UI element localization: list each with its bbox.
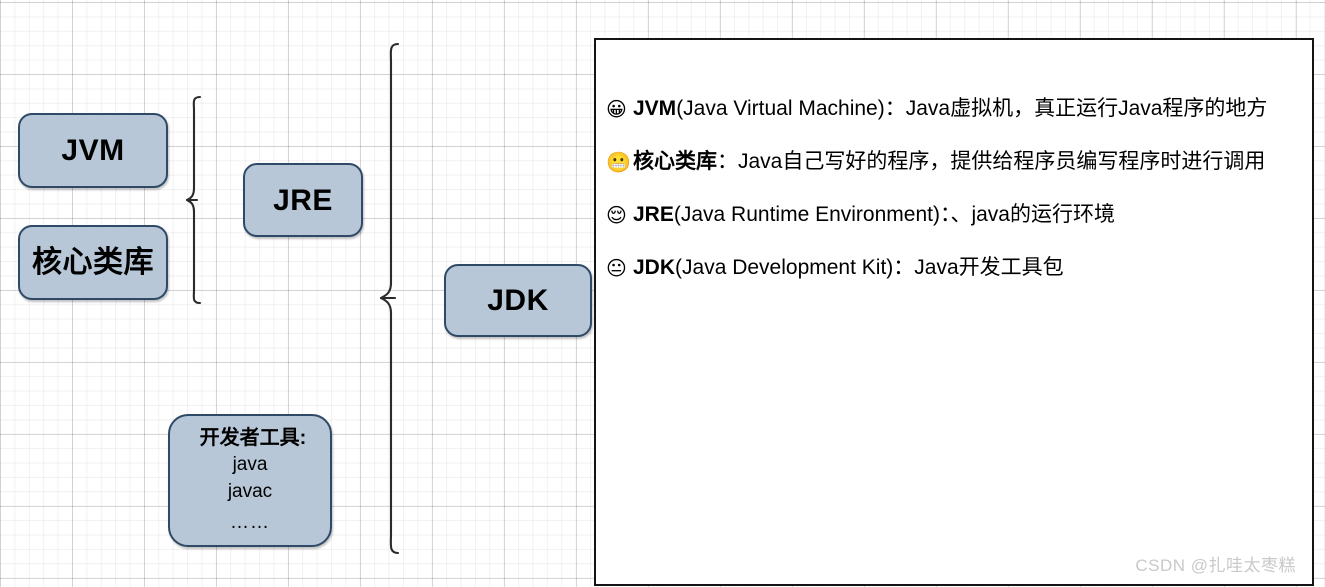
- node-jvm[interactable]: JVM: [18, 113, 168, 188]
- node-jdk-label: JDK: [487, 284, 549, 317]
- node-developer-tools-line-javac: javac: [227, 481, 273, 503]
- list-item: 😐 JDK (Java Development Kit)：Java开发工具包: [606, 251, 1312, 281]
- brace-jre-devtools-icon: [380, 42, 400, 555]
- info-description: (Java Development Kit)：Java开发工具包: [675, 256, 1064, 279]
- node-jre-label: JRE: [273, 183, 333, 217]
- node-developer-tools-line-java: java: [232, 454, 268, 476]
- node-jre[interactable]: JRE: [243, 163, 363, 237]
- node-core-library[interactable]: 核心类库: [18, 225, 168, 300]
- zipper-mouth-face-icon: 😬: [606, 152, 631, 174]
- info-panel: 😀 JVM (Java Virtual Machine)：Java虚拟机，真正运…: [594, 38, 1314, 586]
- node-developer-tools[interactable]: 开发者工具: java javac ……: [168, 414, 332, 547]
- watermark: CSDN @扎哇太枣糕: [1135, 556, 1296, 575]
- node-jdk[interactable]: JDK: [444, 264, 592, 337]
- info-term: JVM: [633, 97, 677, 120]
- node-developer-tools-body: 开发者工具: java javac ……: [194, 424, 307, 537]
- relieved-face-icon: 😌: [606, 205, 627, 227]
- grinning-face-icon: 😀: [606, 99, 627, 121]
- node-developer-tools-title: 开发者工具:: [199, 426, 307, 449]
- list-item: 😬 核心类库 ：Java自己写好的程序，提供给程序员编写程序时进行调用: [606, 145, 1312, 175]
- list-item: 😌 JRE (Java Runtime Environment)：、java的运…: [606, 198, 1312, 228]
- info-term: 核心类库: [633, 150, 717, 173]
- neutral-face-icon: 😐: [606, 258, 627, 280]
- info-description: ：Java自己写好的程序，提供给程序员编写程序时进行调用: [717, 150, 1266, 173]
- node-developer-tools-ellipsis: ……: [229, 512, 270, 534]
- info-description: (Java Runtime Environment)：、java的运行环境: [673, 203, 1115, 226]
- node-jvm-label: JVM: [61, 134, 125, 167]
- info-term: JRE: [633, 203, 674, 226]
- info-description: (Java Virtual Machine)：Java虚拟机，真正运行Java程…: [676, 97, 1268, 120]
- brace-jvm-corelib-icon: [186, 95, 202, 305]
- list-item: 😀 JVM (Java Virtual Machine)：Java虚拟机，真正运…: [606, 92, 1312, 122]
- info-term: JDK: [633, 256, 676, 279]
- node-core-library-label: 核心类库: [32, 246, 154, 279]
- info-list: 😀 JVM (Java Virtual Machine)：Java虚拟机，真正运…: [596, 40, 1312, 281]
